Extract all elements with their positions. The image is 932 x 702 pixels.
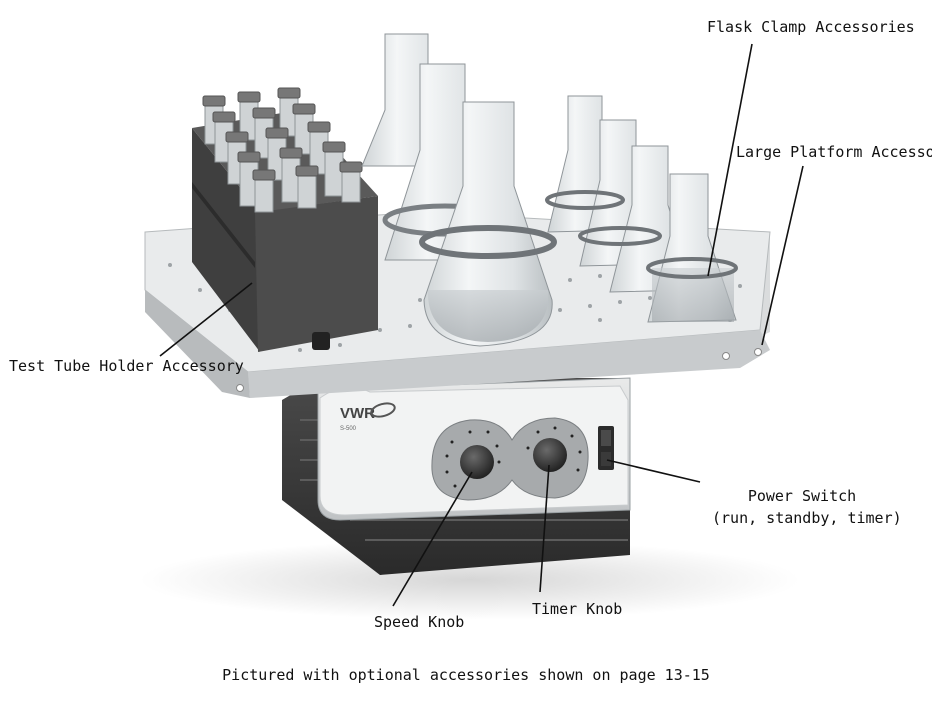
leader-lines: [159, 43, 804, 607]
model-label: S-500: [340, 426, 357, 432]
flask-clamp-leader: [707, 43, 753, 277]
brand-logo: VWR: [340, 405, 375, 422]
flask-group: [361, 33, 738, 347]
large-platform-label: Large Platform Accessory: [736, 143, 932, 161]
timer-knob-label: Timer Knob: [532, 600, 623, 618]
test-tube-holder-label: Test Tube Holder Accessory: [9, 357, 244, 375]
speed-knob-label: Speed Knob: [374, 613, 465, 631]
figure-caption: Pictured with optional accessories shown…: [222, 666, 710, 684]
flask-clamp-label: Flask Clamp Accessories: [707, 18, 915, 36]
speed-knob-leader: [392, 471, 473, 607]
timer-knob-leader: [539, 464, 550, 593]
power-switch-leader: [606, 459, 701, 483]
power-switch-label: Power Switch (run, standby, timer): [712, 487, 902, 527]
large-platform-leader: [761, 165, 804, 346]
test-tube-holder: [192, 87, 378, 352]
power-switch-title: Power Switch: [747, 487, 857, 505]
control-panel: VWR S-500: [317, 377, 631, 521]
speed-knob-icon: [460, 445, 494, 479]
timer-knob-icon: [533, 438, 567, 472]
power-switch-modes: (run, standby, timer): [712, 509, 902, 527]
floor-shadow: [140, 540, 800, 620]
test-tube-holder-leader: [159, 282, 253, 357]
